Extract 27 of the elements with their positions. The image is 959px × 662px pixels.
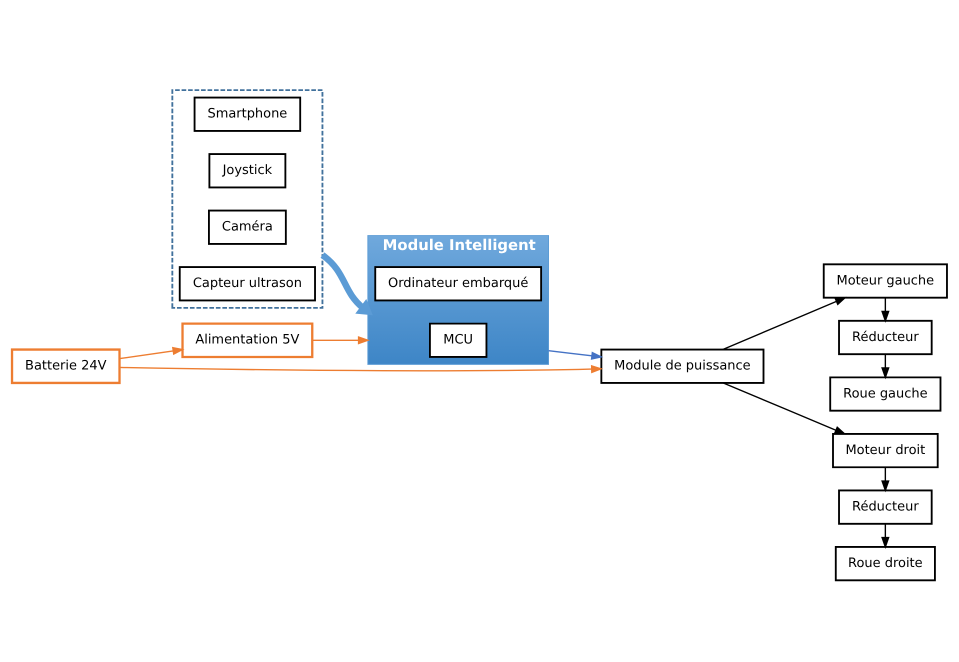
arrow [723,382,846,434]
node-box: Batterie 24V [10,348,121,384]
node-box: Réducteur [838,319,933,355]
arrow [881,466,890,492]
node-box: Moteur droit [832,432,939,468]
arrow [320,252,373,315]
node-box: Roue gauche [829,376,942,412]
node-box: Caméra [208,209,287,244]
arrow [548,350,604,360]
arrow [881,354,890,379]
arrow [312,336,370,344]
cluster [171,88,324,308]
node-box: Réducteur [838,488,933,524]
node-box: Roue droite [834,546,936,581]
arrow [881,297,890,322]
arrow [120,364,604,373]
node-box: Moteur gauche [822,262,948,298]
node-box: Joystick [208,152,286,188]
node-box: MCU [429,322,488,358]
arrow [120,346,185,359]
node-box: Smartphone [194,96,302,132]
node-box: Capteur ultrason [178,266,316,301]
node-box: Alimentation 5V [181,322,314,358]
node-box: Ordinateur embarqué [374,266,542,301]
arrow [881,523,890,548]
node-box: Module de puissance [600,348,764,384]
arrow [722,296,847,350]
